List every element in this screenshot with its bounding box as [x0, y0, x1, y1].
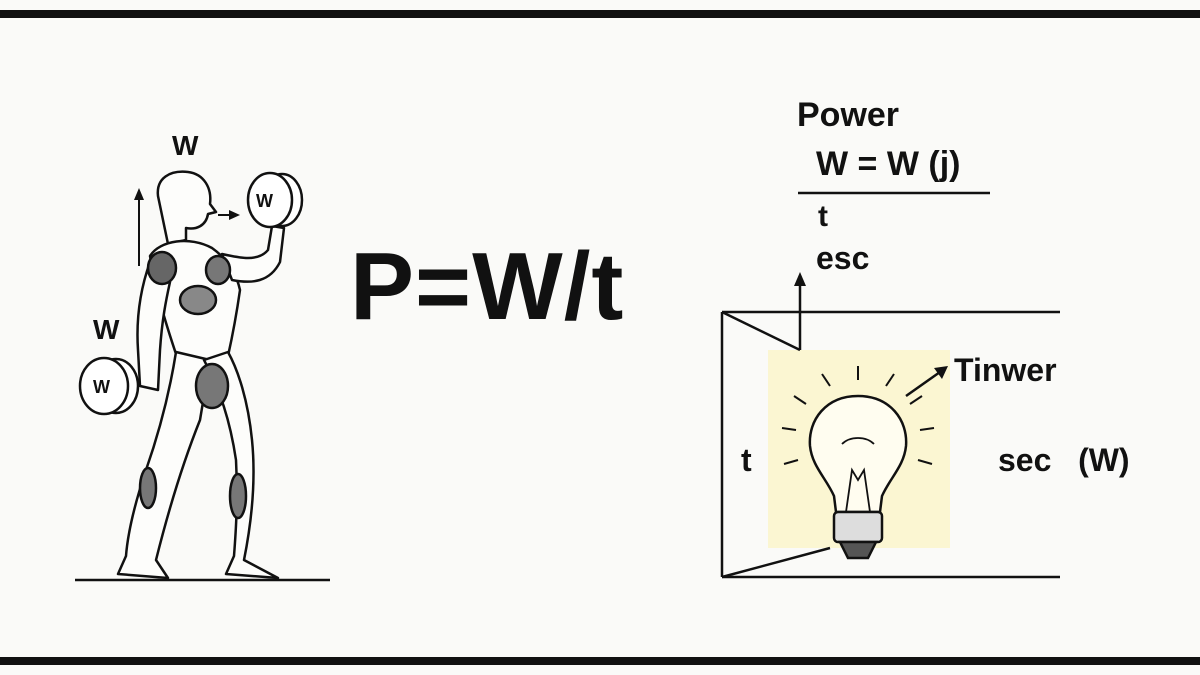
power-formula: P=W/t — [350, 233, 625, 340]
calf-muscle-left — [138, 466, 158, 510]
power-denominator-t: t — [818, 200, 828, 233]
unit-label: sec (W) — [998, 442, 1130, 478]
lightbulb-icon — [808, 394, 908, 560]
weightlifter-figure — [116, 170, 286, 580]
power-numerator: W = W (j) — [816, 145, 961, 183]
dumbbell-right-shape — [246, 171, 304, 229]
right-arrow-head — [229, 210, 240, 220]
work-label-left: W — [93, 314, 120, 345]
bulb-rays — [781, 366, 935, 465]
power-denominator-unit: esc — [816, 240, 870, 276]
up-arrow-head — [134, 188, 144, 200]
shoulder-muscle-left — [146, 250, 178, 286]
box-diag-bottom — [721, 546, 831, 579]
leg-left — [116, 350, 212, 580]
arm-left — [136, 260, 172, 392]
leg-right — [202, 350, 280, 580]
arm-right — [220, 224, 286, 283]
chest-muscle — [178, 284, 218, 316]
calf-muscle-right — [228, 472, 248, 520]
time-label: t — [741, 442, 752, 478]
box-diag-top — [721, 310, 801, 352]
dumbbell-right-label: W — [256, 191, 273, 211]
bulb-arrow-head — [934, 366, 948, 379]
head — [156, 170, 218, 246]
up-arrow-head-box — [794, 272, 806, 286]
dumbbell-left-shape — [78, 356, 140, 416]
thigh-muscle — [194, 362, 230, 410]
bulb-arrow-shaft — [905, 370, 941, 398]
bulb-label: Tinwer — [954, 352, 1057, 388]
dumbbell-left-label: W — [93, 377, 110, 397]
shoulder-muscle-right — [204, 254, 232, 286]
power-title: Power — [797, 96, 900, 134]
bottom-border-line — [0, 657, 1200, 665]
top-border-line — [0, 10, 1200, 18]
work-label-top: W — [172, 130, 199, 161]
